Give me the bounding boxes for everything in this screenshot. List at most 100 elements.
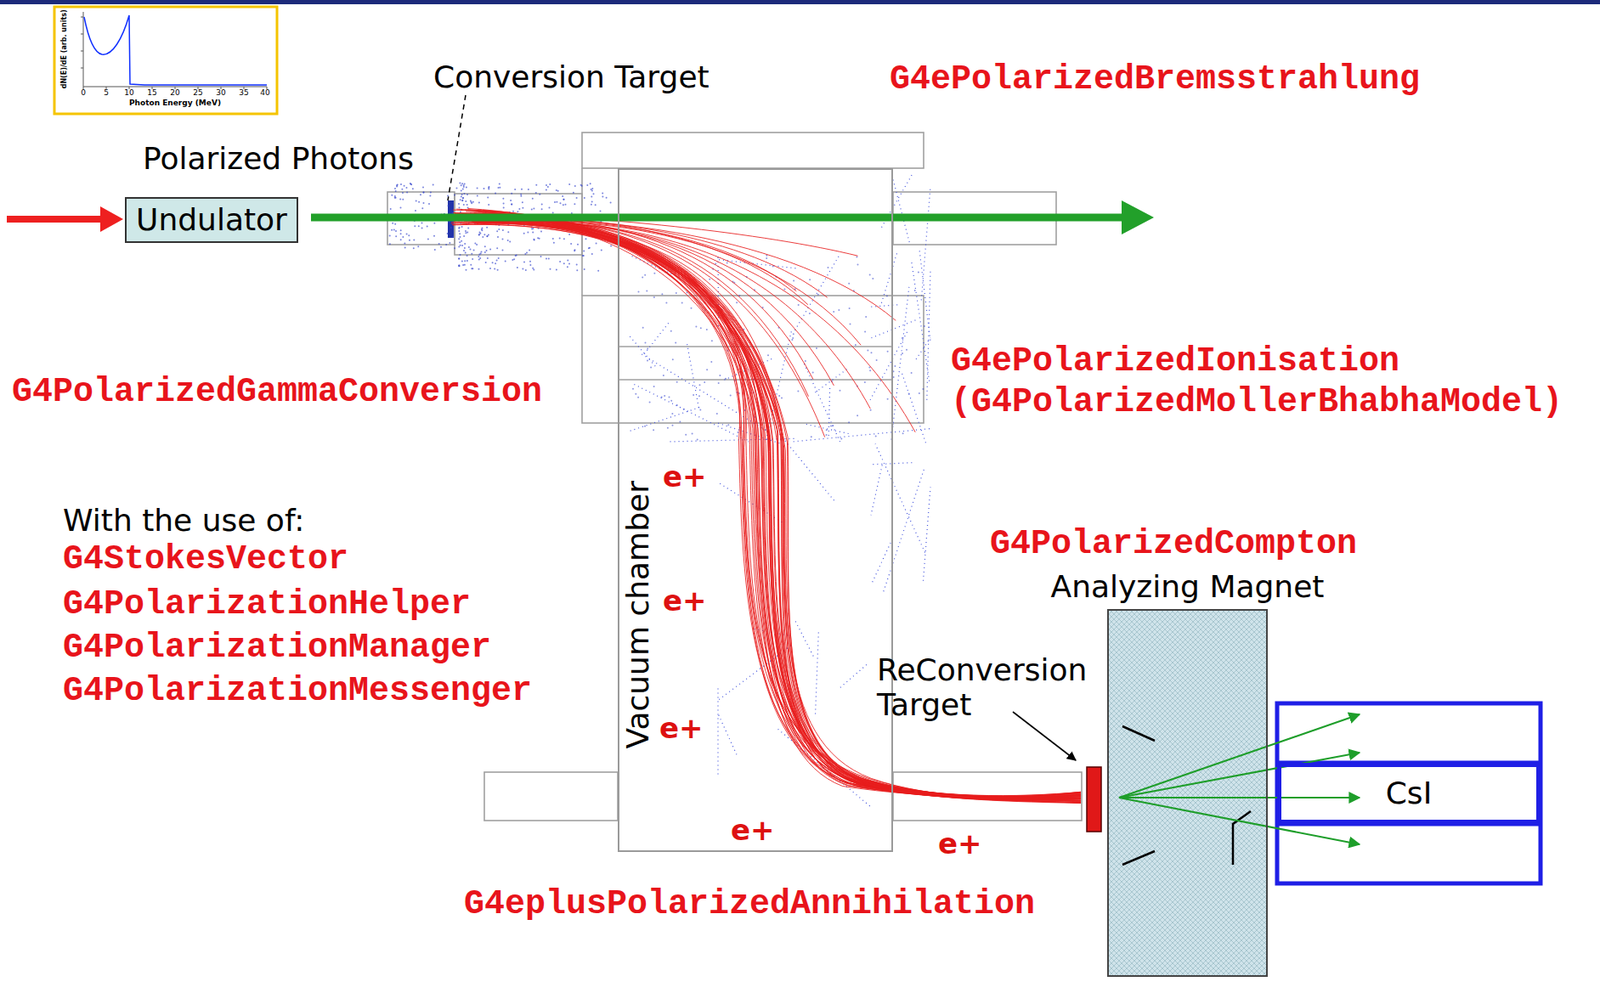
- positron-track: [451, 223, 1081, 798]
- photon-dot: [514, 254, 517, 257]
- photon-dot: [726, 262, 729, 265]
- positron-track: [469, 216, 1082, 799]
- photon-dot: [529, 264, 532, 266]
- photon-dot: [469, 248, 472, 250]
- beam-label: Polarized Photons: [142, 141, 414, 176]
- photon-dot: [400, 229, 402, 232]
- part-label: ReConversion Target: [876, 652, 1107, 724]
- photon-dot: [672, 424, 674, 427]
- photon-dot: [408, 239, 411, 242]
- arrow-head: [100, 206, 124, 232]
- photon-dot: [652, 429, 655, 431]
- photon-dot: [554, 201, 556, 204]
- photon-dot: [668, 395, 671, 398]
- photon-path: [870, 538, 893, 586]
- photon-dot: [484, 251, 487, 254]
- photon-dot: [473, 249, 475, 252]
- photon-path: [901, 371, 927, 443]
- photon-dot: [433, 222, 436, 225]
- tick-label: 20: [169, 88, 180, 98]
- photon-dot: [605, 197, 608, 199]
- photon-dot: [390, 208, 392, 210]
- process-name: G4ePolarizedIonisation: [950, 343, 1400, 381]
- photon-dot: [591, 189, 594, 192]
- photon-dot: [574, 185, 577, 187]
- photon-dot: [461, 199, 464, 202]
- photon-dot: [570, 243, 572, 245]
- photon-dot: [452, 236, 454, 238]
- photon-dot: [515, 254, 518, 256]
- photon-dot: [518, 208, 521, 210]
- photon-dot: [917, 271, 920, 273]
- csi-crystal: CsI: [1277, 763, 1541, 825]
- photon-dot: [456, 186, 458, 189]
- photon-dot: [463, 192, 466, 195]
- class-name: G4PolarizationHelper: [62, 586, 471, 624]
- photon-dot: [464, 200, 467, 203]
- csi-label: CsI: [1385, 775, 1433, 811]
- photon-dot: [540, 255, 543, 258]
- photon-dot: [580, 184, 583, 187]
- positron-track: [454, 222, 1081, 798]
- positron-track: [480, 217, 1081, 803]
- positron-track: [464, 214, 1081, 798]
- photon-dot: [582, 254, 584, 257]
- photon-dot: [502, 229, 504, 232]
- photon-dot: [448, 242, 451, 244]
- photon-dot: [446, 194, 449, 197]
- photon-dot: [914, 289, 916, 292]
- photon-dot: [555, 189, 558, 192]
- positron-track: [452, 209, 1081, 803]
- photon-dot: [520, 195, 522, 198]
- photon-dot: [531, 228, 533, 231]
- photon-dot: [893, 365, 896, 368]
- photon-dot: [421, 227, 424, 230]
- photon-dot: [478, 233, 481, 236]
- photon-dot: [510, 192, 513, 195]
- photon-dot: [406, 192, 408, 194]
- photon-dot: [869, 274, 871, 277]
- positron-track: [478, 220, 1081, 798]
- photon-dot: [783, 288, 786, 291]
- photon-dot: [638, 291, 640, 294]
- photon-dot: [463, 235, 465, 238]
- photon-dot: [876, 359, 878, 362]
- top-strip: [0, 0, 1600, 5]
- photon-path: [644, 322, 669, 355]
- undulator-box: Undulator: [124, 197, 299, 244]
- photon-dot: [509, 199, 512, 202]
- photon-dot: [478, 201, 481, 204]
- photon-dot: [566, 265, 569, 268]
- photon-dot: [512, 210, 515, 213]
- photon-dot: [527, 188, 530, 191]
- photon-dot: [461, 244, 464, 247]
- photon-dot: [832, 310, 835, 313]
- photon-path: [668, 438, 795, 442]
- photon-arrow: [1119, 752, 1360, 798]
- photon-dot: [610, 202, 612, 204]
- photon-dot: [583, 197, 586, 199]
- photon-dot: [727, 424, 730, 426]
- photon-dot: [918, 392, 921, 395]
- photon-dot: [497, 228, 500, 231]
- photon-dot: [572, 192, 575, 194]
- photon-dot: [528, 249, 531, 252]
- photon-dot: [434, 248, 436, 251]
- photon-path: [923, 487, 932, 582]
- photon-dot: [465, 186, 468, 189]
- tick-label: 25: [192, 88, 203, 98]
- photon-dot: [399, 198, 402, 201]
- photon-dot: [839, 390, 842, 392]
- photon-dot: [453, 193, 456, 196]
- photon-dot: [485, 261, 487, 264]
- process-name: G4PolarizedCompton: [989, 525, 1357, 564]
- photon-dot: [471, 267, 474, 270]
- photon-dot: [478, 233, 481, 236]
- photon-dot: [470, 253, 473, 255]
- photon-dot: [417, 245, 419, 248]
- positron-track: [457, 217, 1081, 803]
- collimator-jaw: [1122, 726, 1155, 741]
- photon-dot: [461, 260, 464, 263]
- photon-dot: [466, 231, 469, 234]
- particle-label: e+: [730, 814, 775, 848]
